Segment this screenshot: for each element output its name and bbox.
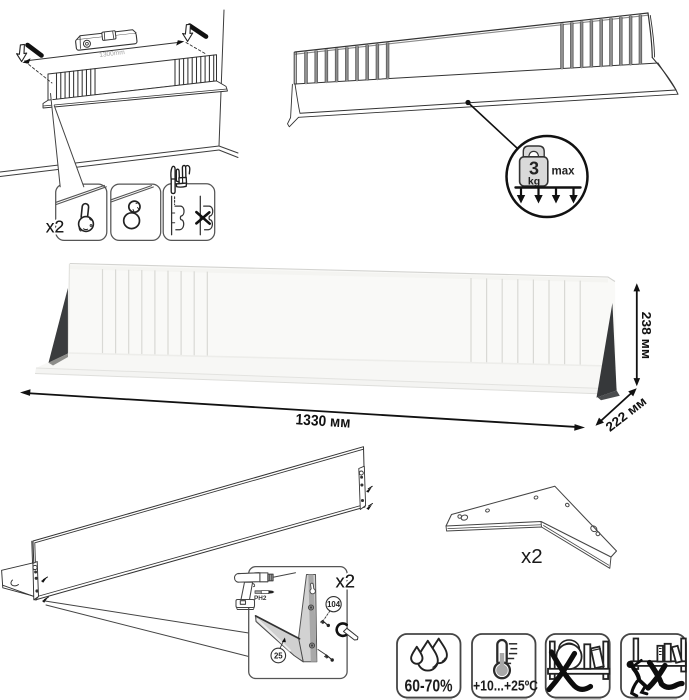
- svg-text:238 мм: 238 мм: [639, 312, 654, 360]
- svg-text:104: 104: [327, 600, 341, 609]
- svg-text:25: 25: [274, 652, 283, 661]
- svg-text:1300mm: 1300mm: [99, 49, 126, 59]
- svg-text:x2: x2: [521, 545, 543, 568]
- svg-text:x2: x2: [336, 571, 356, 592]
- svg-text:x2: x2: [46, 217, 64, 237]
- svg-text:60-70%: 60-70%: [405, 676, 453, 696]
- svg-text:3: 3: [529, 159, 539, 179]
- svg-text:kg: kg: [528, 175, 540, 187]
- svg-text:x2: x2: [46, 217, 64, 237]
- svg-text:+10...+25ºC: +10...+25ºC: [473, 678, 538, 694]
- svg-text:PH2: PH2: [254, 595, 267, 602]
- svg-text:max: max: [552, 166, 576, 178]
- svg-text:1330 мм: 1330 мм: [295, 411, 351, 431]
- svg-text:x2: x2: [336, 571, 356, 592]
